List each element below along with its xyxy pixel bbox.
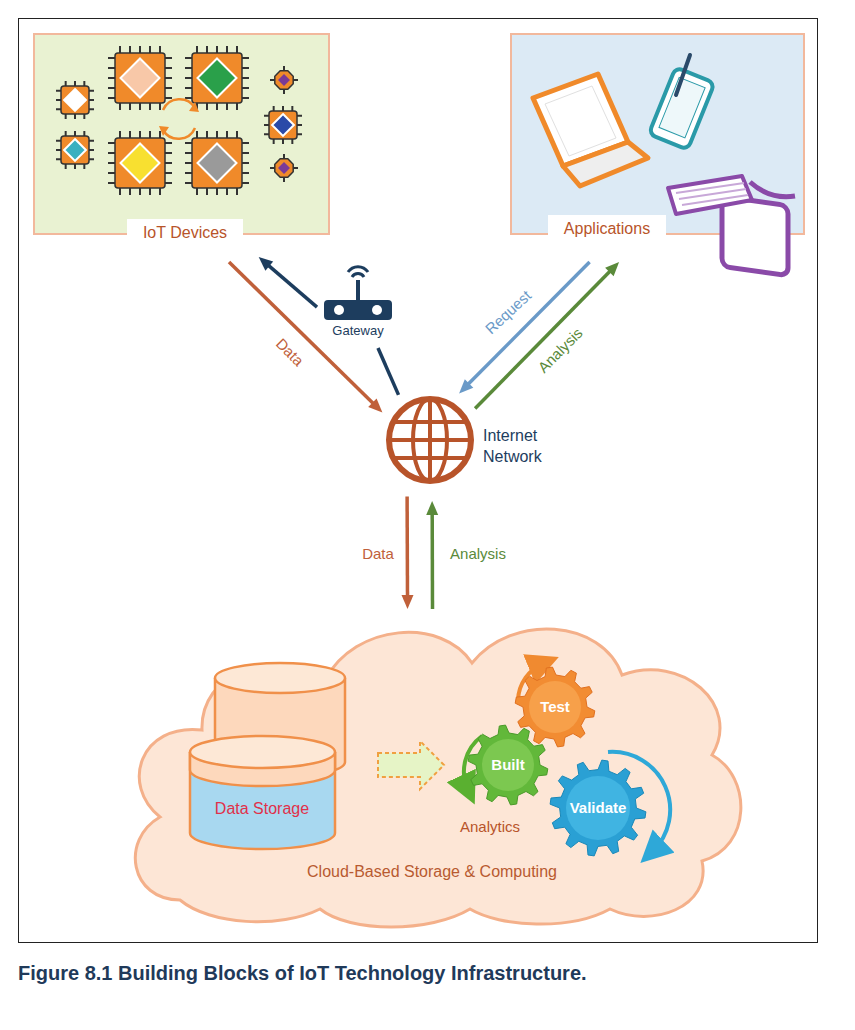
node-label: Gateway xyxy=(330,323,385,338)
edge-label: Analysis xyxy=(534,324,586,376)
node-label: Built xyxy=(491,756,524,773)
internet-globe: Internet Network xyxy=(385,395,475,485)
node-label: Data Storage xyxy=(215,800,309,818)
applications-panel-shape xyxy=(510,33,805,235)
flow-arrow xyxy=(402,497,414,609)
edge-label: Data xyxy=(362,545,394,562)
figure-caption: Figure 8.1 Building Blocks of IoT Techno… xyxy=(18,962,587,985)
flow-arrow xyxy=(378,348,399,395)
internet-globe-shape xyxy=(385,395,475,485)
node-label: Validate xyxy=(570,799,627,816)
node-label: IoT Devices xyxy=(127,219,243,247)
edge-label: Request xyxy=(482,287,534,338)
node-label: Internet Network xyxy=(483,425,573,467)
devices-panel: IoT Devices xyxy=(33,33,330,235)
edge-label: Data xyxy=(273,335,307,369)
flow-arrow xyxy=(229,262,382,413)
gateway-node: Gateway xyxy=(318,262,398,344)
edge-label: Analysis xyxy=(450,545,506,562)
applications-panel: Applications xyxy=(510,33,805,235)
node-label: Test xyxy=(540,698,570,715)
built-gear: Built xyxy=(468,725,548,805)
validate-gear: Validate xyxy=(550,760,646,856)
flow-arrow xyxy=(426,501,438,609)
group-label: Analytics xyxy=(460,818,520,835)
flow-arrow xyxy=(475,262,619,409)
block-arrow xyxy=(378,741,444,789)
data-storage-cylinder: Data Storage xyxy=(190,650,345,850)
flow-arrow xyxy=(259,257,317,307)
data-storage-cylinder-shape xyxy=(190,650,345,850)
node-label: Applications xyxy=(548,215,666,243)
node-label: Cloud-Based Storage & Computing xyxy=(307,863,557,881)
flow-arrow xyxy=(459,262,589,393)
devices-panel-shape xyxy=(33,33,330,235)
